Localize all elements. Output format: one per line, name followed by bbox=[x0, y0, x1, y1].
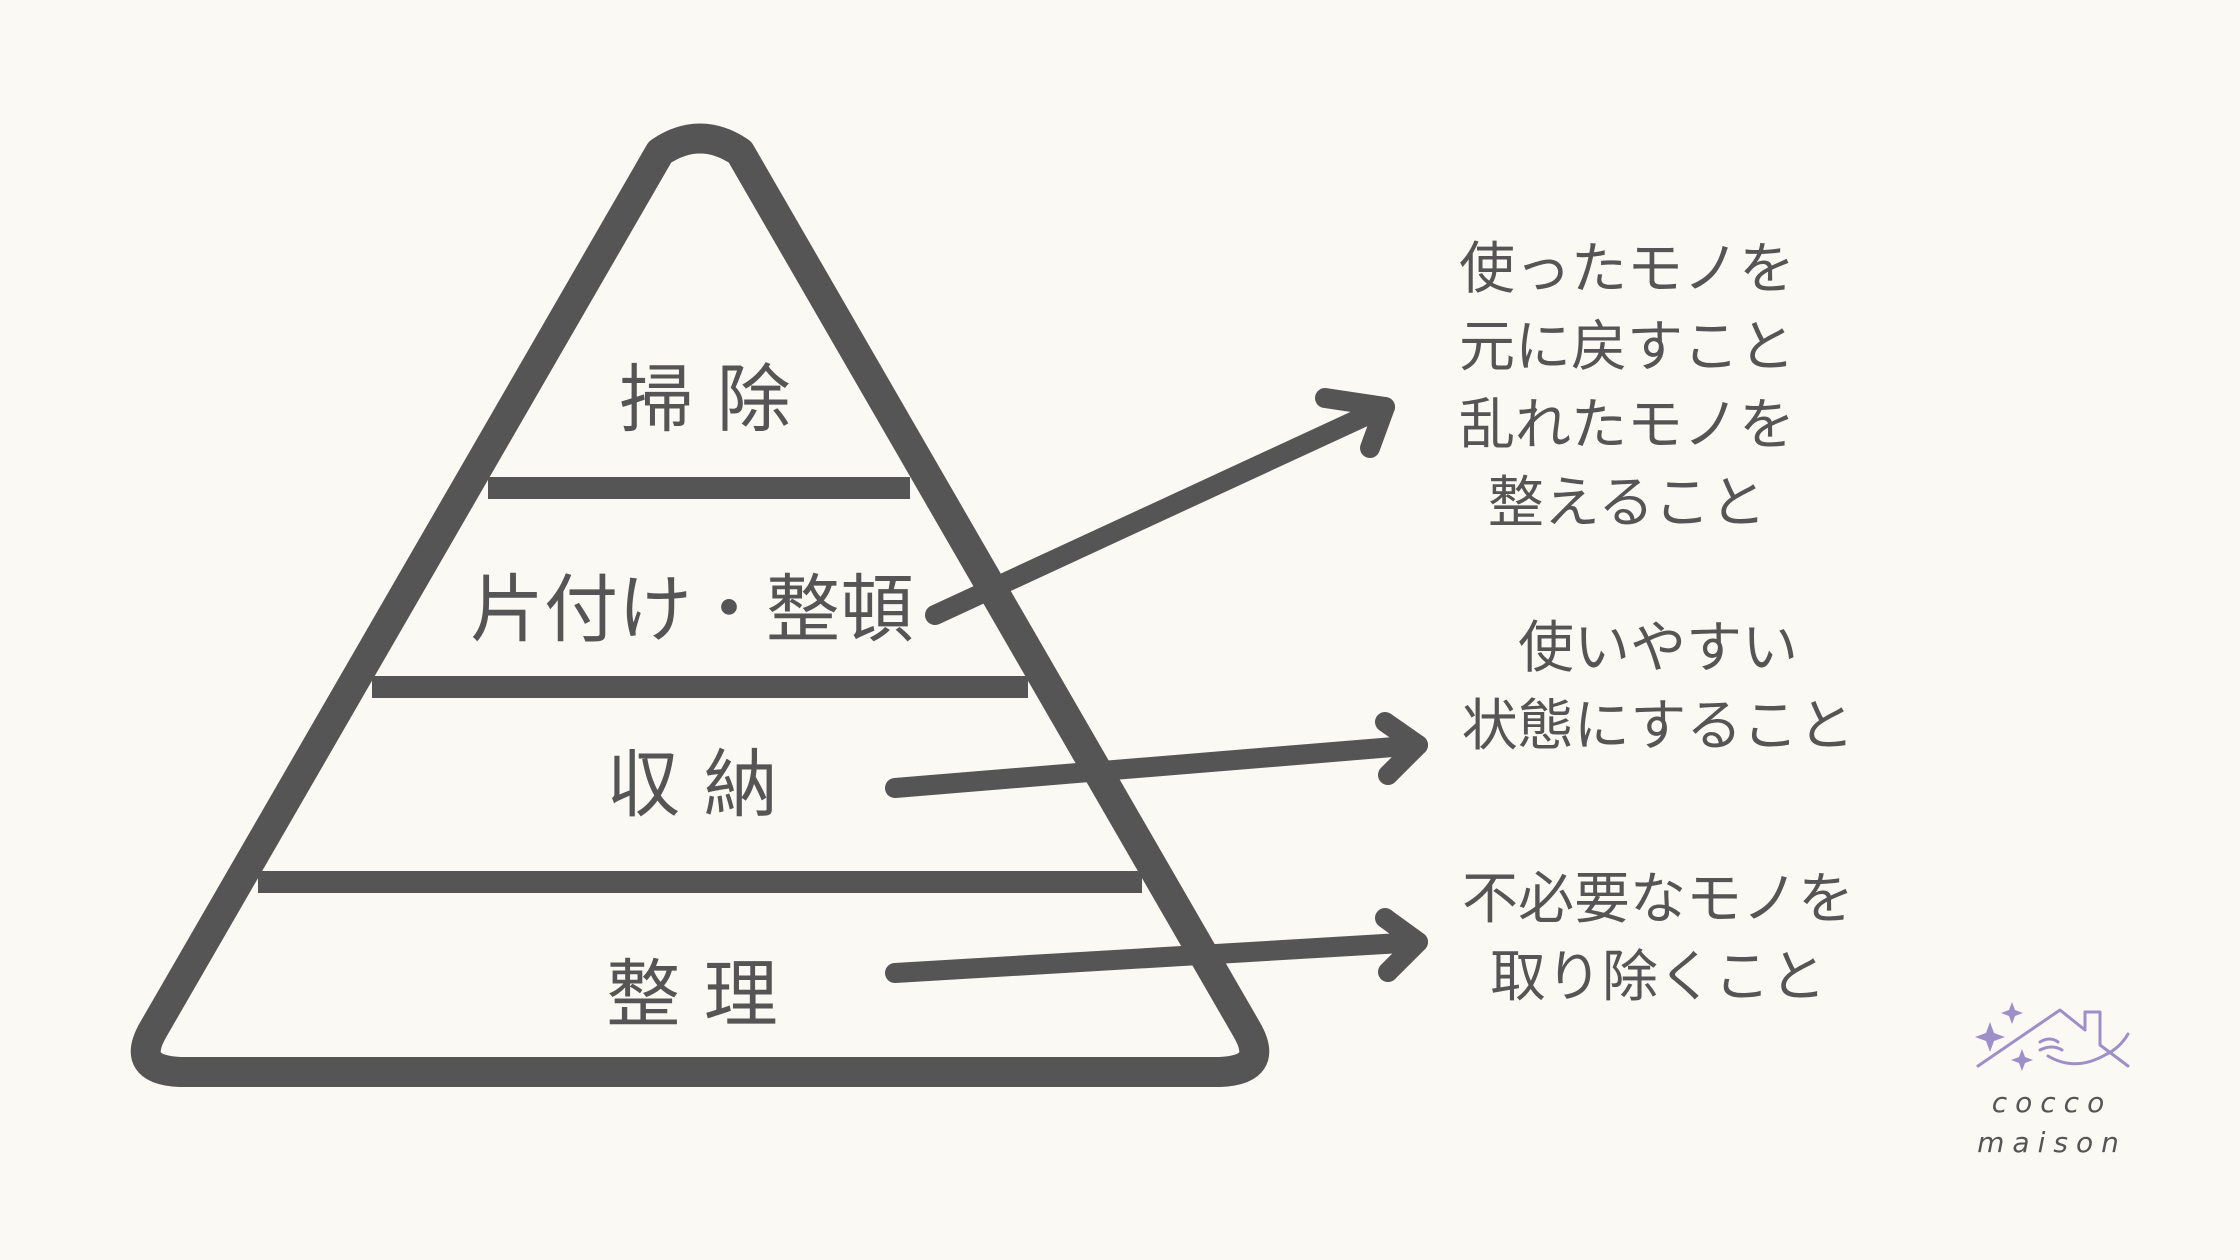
note-tidying: 使ったモノを 元に戻すこと 乱れたモノを 整えること bbox=[1459, 237, 1795, 536]
house-icon bbox=[1976, 1008, 2130, 1068]
note-tidying-line-4: 整えること bbox=[1488, 471, 1766, 536]
note-storage-line-2: 状態にすること bbox=[1462, 694, 1855, 759]
note-tidying-line-2: 元に戻すこと bbox=[1459, 315, 1795, 380]
note-storage: 使いやすい 状態にすること bbox=[1462, 616, 1855, 759]
brand-logo: cocco maison bbox=[1975, 1002, 2130, 1159]
arrow-sorting bbox=[885, 908, 1428, 983]
tier-label-tidying: 片付け・整頓 bbox=[470, 567, 914, 653]
arrow-storage bbox=[885, 712, 1428, 798]
sparkle-icon bbox=[1975, 1002, 2033, 1071]
tier-label-cleaning: 掃 除 bbox=[619, 357, 791, 443]
tier-label-sorting: 整 理 bbox=[606, 952, 778, 1038]
note-sorting-line-1: 不必要なモノを bbox=[1462, 867, 1854, 932]
note-tidying-line-3: 乱れたモノを bbox=[1459, 393, 1795, 458]
note-sorting: 不必要なモノを 取り除くこと bbox=[1462, 867, 1854, 1010]
brand-name-line-1: cocco bbox=[1992, 1086, 2112, 1119]
note-sorting-line-2: 取り除くこと bbox=[1490, 945, 1826, 1010]
note-storage-line-1: 使いやすい bbox=[1518, 616, 1798, 681]
note-tidying-line-1: 使ったモノを bbox=[1459, 237, 1795, 302]
brand-name-line-2: maison bbox=[1977, 1126, 2127, 1159]
arrow-tidying bbox=[925, 388, 1395, 625]
pyramid-outline bbox=[130, 123, 1270, 1087]
tier-label-storage: 収 納 bbox=[606, 742, 778, 828]
